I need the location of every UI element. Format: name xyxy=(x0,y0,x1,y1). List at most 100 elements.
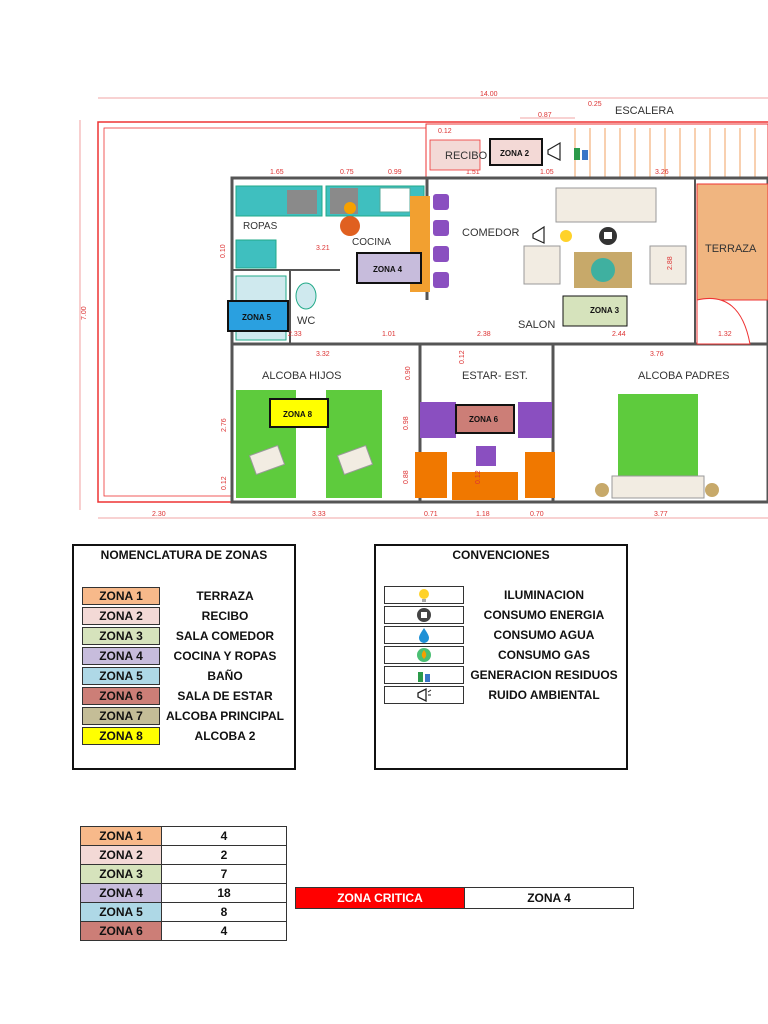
zone-name: TERRAZA xyxy=(196,589,254,603)
zone-name: RECIBO xyxy=(201,609,249,623)
dim-label: 0.70 xyxy=(530,511,544,518)
zone-nomenclature-legend: NOMENCLATURA DE ZONAS ZONA 1 TERRAZA ZON… xyxy=(72,544,296,770)
table-row: ZONA 2 2 xyxy=(80,845,287,865)
critical-zone-box: ZONA CRITICA ZONA 4 xyxy=(295,887,634,909)
conventions-title: CONVENCIONES xyxy=(452,548,550,562)
dim-label: 2.44 xyxy=(612,331,626,338)
table-row: ZONA 6 4 xyxy=(80,921,287,941)
dim-label: 0.25 xyxy=(588,101,602,108)
dim-label: 0.90 xyxy=(405,366,412,380)
dim-label: 0.10 xyxy=(220,244,227,258)
zone-swatch: ZONA 7 xyxy=(82,707,160,725)
zone-swatch: ZONA 3 xyxy=(82,627,160,645)
legend-row: ZONA 7 ALCOBA PRINCIPAL xyxy=(82,706,290,726)
dim-label: 2.38 xyxy=(477,331,491,338)
legend-row: ZONA 4 COCINA Y ROPAS xyxy=(82,646,290,666)
megaphone-icon xyxy=(532,141,561,244)
floor-plan: 14.00 0.87 0.25 7.00 ESCALERA 1.65 0.75 … xyxy=(79,91,768,519)
gas-flame-icon xyxy=(344,202,356,214)
zone-cell: ZONA 5 xyxy=(80,902,162,922)
dim-label: 0.12 xyxy=(475,470,482,484)
dim-label: 3.21 xyxy=(316,245,330,252)
dim-label: 1.32 xyxy=(718,331,732,338)
legend-title: NOMENCLATURA DE ZONAS xyxy=(100,548,268,562)
dim-label: 0.98 xyxy=(403,416,410,430)
lightbulb-icon xyxy=(384,586,464,604)
zone-cell: ZONA 3 xyxy=(80,864,162,884)
legend-row: ZONA 3 SALA COMEDOR xyxy=(82,626,290,646)
dim-total-width: 14.00 xyxy=(480,91,498,98)
dim-label: 2.30 xyxy=(152,511,166,518)
dim-label: 1.01 xyxy=(382,331,396,338)
dim-label: 0.87 xyxy=(538,112,552,119)
conventions-legend: CONVENCIONES ILUMINACION CONSUMO ENERGIA… xyxy=(374,544,628,770)
dim-label: 3.32 xyxy=(316,351,330,358)
svg-text:ZONA 8: ZONA 8 xyxy=(283,410,313,419)
zone-name: BAÑO xyxy=(207,669,243,683)
count-cell: 8 xyxy=(161,902,287,922)
dim-label: 0.12 xyxy=(459,350,466,364)
room-salon: SALON xyxy=(518,319,555,331)
megaphone-icon xyxy=(384,686,464,704)
zone-swatch: ZONA 4 xyxy=(82,647,160,665)
legend-row: ZONA 5 BAÑO xyxy=(82,666,290,686)
convention-label: CONSUMO ENERGIA xyxy=(483,608,605,622)
zone-cell: ZONA 4 xyxy=(80,883,162,903)
dim-label: 2.76 xyxy=(221,418,228,432)
dim-label: 0.99 xyxy=(388,169,402,176)
table-row: ZONA 1 4 xyxy=(80,826,287,846)
dim-label: 3.26 xyxy=(655,169,669,176)
lightbulb-icon xyxy=(560,230,572,242)
table-row: ZONA 4 18 xyxy=(80,883,287,903)
count-cell: 4 xyxy=(161,921,287,941)
room-comedor: COMEDOR xyxy=(462,227,520,239)
zone-cell: ZONA 1 xyxy=(80,826,162,846)
zone-cell: ZONA 6 xyxy=(80,921,162,941)
zone-swatch: ZONA 6 xyxy=(82,687,160,705)
dim-label: 3.33 xyxy=(312,511,326,518)
zone-name: ALCOBA PRINCIPAL xyxy=(166,709,284,723)
dim-label: 0.12 xyxy=(221,476,228,490)
count-cell: 7 xyxy=(161,864,287,884)
gas-flame-icon xyxy=(384,646,464,664)
room-terraza: TERRAZA xyxy=(705,243,757,255)
stove-burner xyxy=(340,216,360,236)
recycle-bins-icon xyxy=(574,148,588,160)
plug-icon xyxy=(599,227,617,245)
recycle-bins-icon xyxy=(384,666,464,684)
room-cocina: COCINA xyxy=(352,237,391,248)
dim-label: 7.00 xyxy=(81,306,88,320)
legend-row: ZONA 2 RECIBO xyxy=(82,606,290,626)
legend-row: ZONA 1 TERRAZA xyxy=(82,586,290,606)
count-cell: 2 xyxy=(161,845,287,865)
zone-count-table: ZONA 1 4 ZONA 2 2 ZONA 3 7 ZONA 4 18 ZON… xyxy=(80,826,287,941)
zone-name: ALCOBA 2 xyxy=(194,729,256,743)
room-escalera: ESCALERA xyxy=(615,105,674,117)
table-row: ZONA 5 8 xyxy=(80,902,287,922)
dim-label: 3.76 xyxy=(650,351,664,358)
critical-zone-label: ZONA CRITICA xyxy=(296,888,465,908)
zone-name: COCINA Y ROPAS xyxy=(173,649,277,663)
count-cell: 18 xyxy=(161,883,287,903)
critical-zone-value: ZONA 4 xyxy=(465,888,633,908)
room-ropas: ROPAS xyxy=(243,221,278,232)
dim-label: 0.75 xyxy=(340,169,354,176)
zone-cell: ZONA 2 xyxy=(80,845,162,865)
legend-row: ZONA 6 SALA DE ESTAR xyxy=(82,686,290,706)
room-wc: WC xyxy=(297,315,315,327)
dim-label: 1.18 xyxy=(476,511,490,518)
legend-row: ZONA 8 ALCOBA 2 xyxy=(82,726,290,746)
zone-swatch: ZONA 5 xyxy=(82,667,160,685)
dim-label: 0.71 xyxy=(424,511,438,518)
zone-tag-2: ZONA 2 xyxy=(489,138,543,166)
room-alcoba-hijos: ALCOBA HIJOS xyxy=(262,370,341,382)
dim-label: 1.65 xyxy=(270,169,284,176)
convention-label: ILUMINACION xyxy=(504,588,584,602)
convention-label: RUIDO AMBIENTAL xyxy=(488,688,600,702)
svg-text:ZONA 4: ZONA 4 xyxy=(373,265,403,274)
zone-tag-8: ZONA 8 xyxy=(269,398,329,428)
dim-label: 0.88 xyxy=(403,470,410,484)
dim-label: 2.88 xyxy=(667,256,674,270)
zone-tag-3: ZONA 3 xyxy=(562,295,628,327)
dim-label: 1.05 xyxy=(540,169,554,176)
